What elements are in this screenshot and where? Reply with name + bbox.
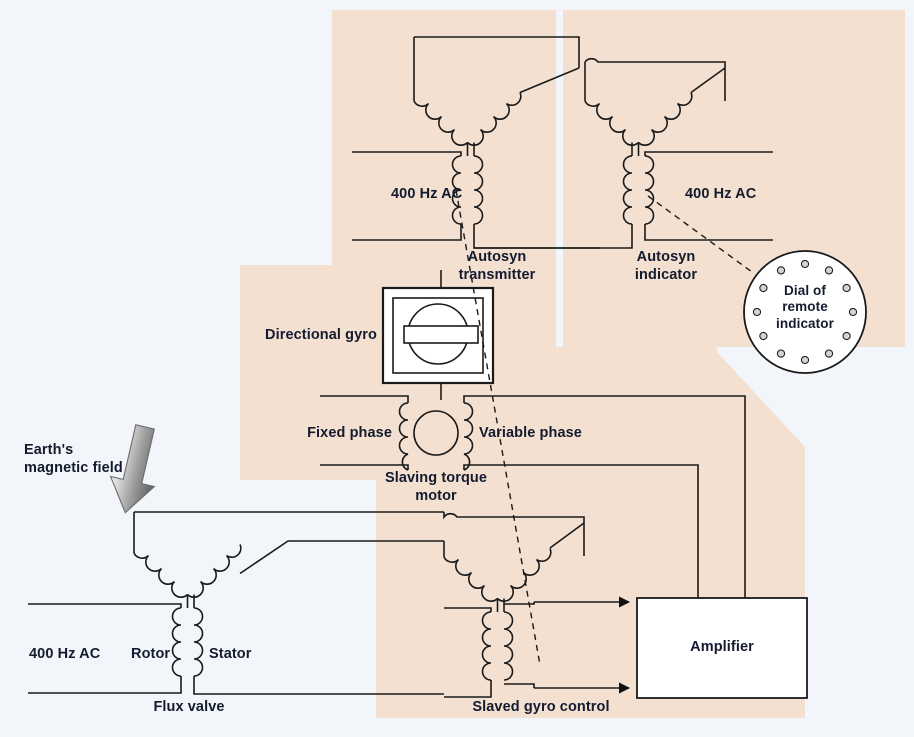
slaved-gyro-control-group	[443, 512, 631, 698]
label-slaved-gyro-control: Slaved gyro control	[472, 699, 610, 715]
label-400hz-ac-flux-valve: 400 Hz AC	[29, 646, 101, 662]
label-slaving-torque-motor: Slaving torque motor	[384, 470, 488, 504]
flux-valve-group	[28, 511, 444, 695]
label-rotor: Rotor	[131, 646, 171, 662]
panel-divider	[556, 10, 563, 347]
amplifier-group	[636, 597, 808, 699]
label-stator: Stator	[209, 646, 252, 662]
tan-panel-transmitter	[240, 10, 556, 345]
label-earths-magnetic-field: Earth's magnetic field	[24, 442, 123, 476]
dial-markers	[752, 259, 858, 365]
label-dial-of-remote-indicator: Dial of remote indicator	[776, 283, 834, 331]
label-fixed-phase: Fixed phase	[307, 425, 392, 441]
label-400hz-ac-transmitter: 400 Hz AC	[391, 186, 463, 202]
label-directional-gyro: Directional gyro	[265, 327, 377, 343]
autosyn-indicator-group	[474, 57, 773, 249]
label-autosyn-indicator: Autosyn indicator	[634, 249, 698, 283]
label-variable-phase: Variable phase	[479, 425, 582, 441]
tan-panel-joiner	[376, 420, 556, 500]
label-amplifier: Amplifier	[690, 639, 754, 655]
slaving-torque-motor-group	[320, 395, 746, 598]
label-flux-valve: Flux valve	[153, 699, 225, 715]
directional-gyro-group	[381, 270, 495, 400]
dashed-coupling-line	[455, 189, 541, 666]
remote-indicator-dial	[647, 195, 867, 374]
earths-magnetic-field-arrow	[109, 424, 156, 514]
label-autosyn-transmitter: Autosyn transmitter	[458, 249, 536, 283]
label-400hz-ac-indicator: 400 Hz AC	[685, 186, 757, 202]
